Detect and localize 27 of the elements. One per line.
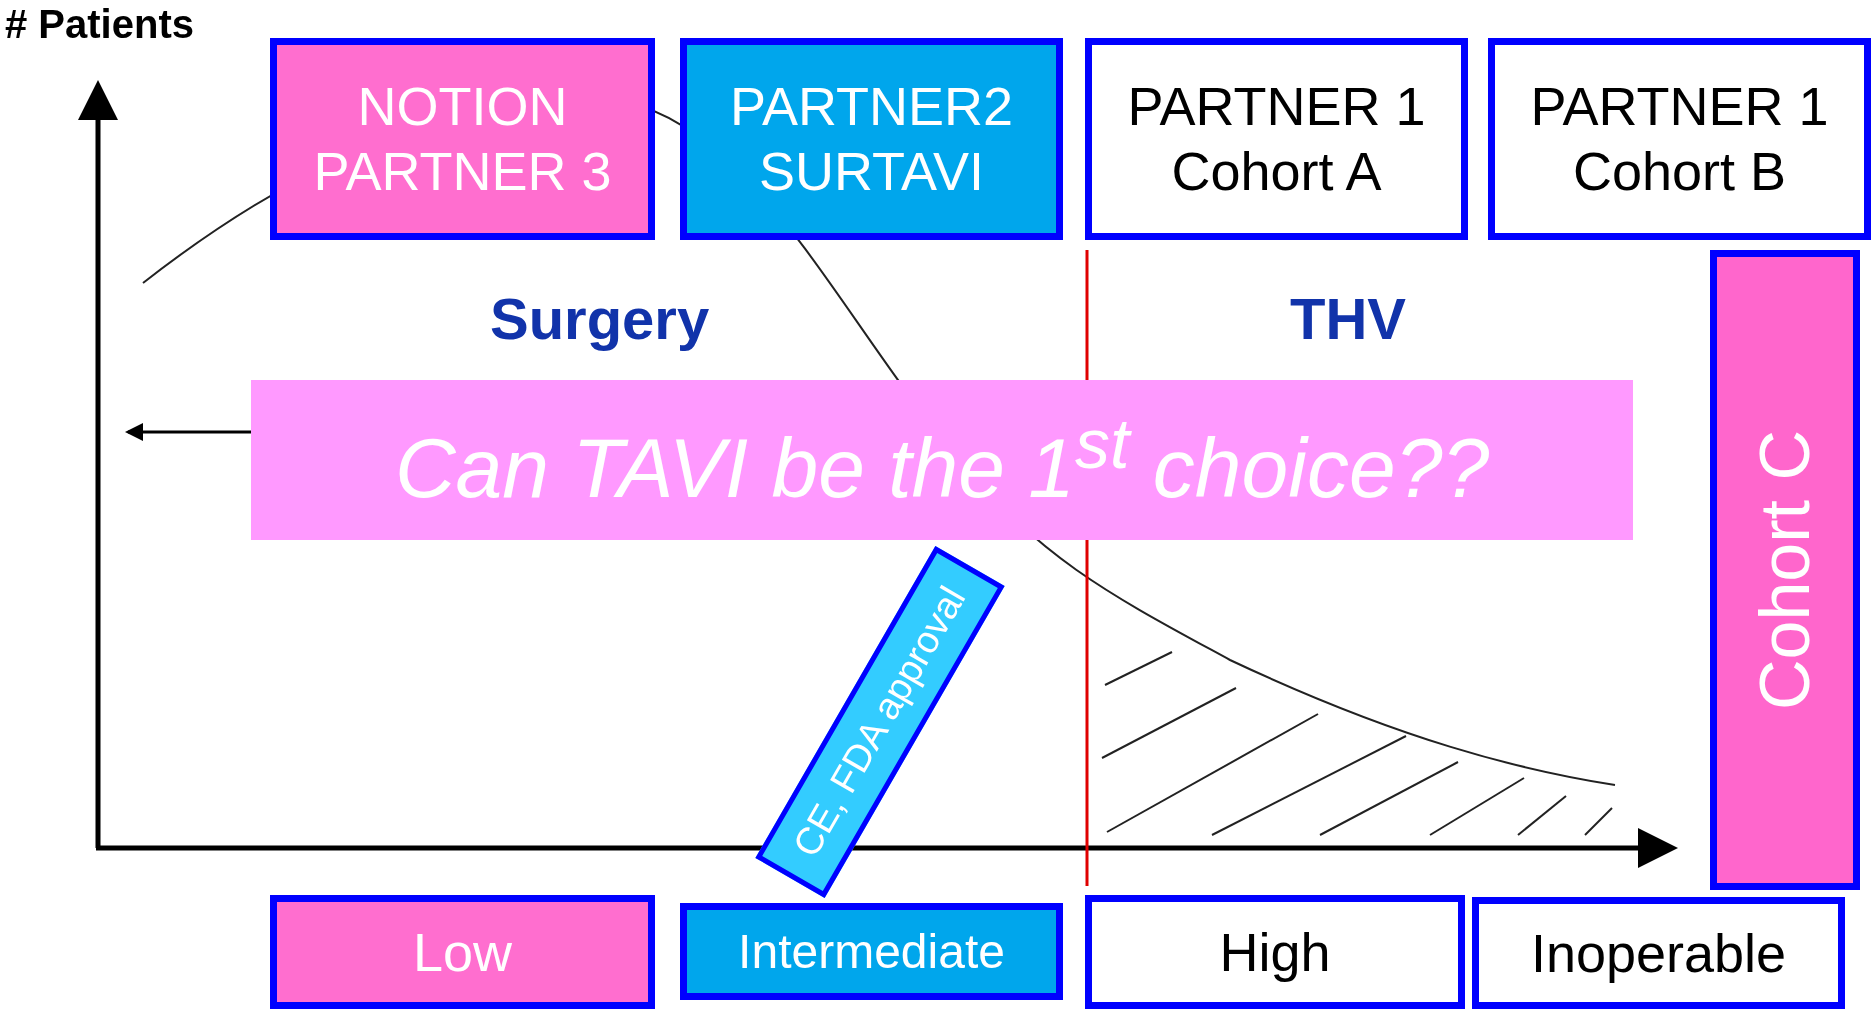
trial-name: Cohort B xyxy=(1572,140,1787,203)
axis-title: # Patients xyxy=(5,2,194,47)
question-text: Can TAVI be the 1$^{st}$ choice?? xyxy=(394,403,1490,517)
trial-box xyxy=(1085,38,1468,240)
risk-label: High xyxy=(1219,920,1331,984)
risk-box xyxy=(680,903,1063,1000)
region-label: Surgery xyxy=(490,285,710,352)
question-banner xyxy=(251,380,1633,540)
trial-box xyxy=(270,38,655,240)
trial-name: Cohort A xyxy=(1171,140,1382,203)
trial-name: PARTNER 1 xyxy=(1127,75,1426,139)
risk-label: Low xyxy=(412,920,513,984)
cohort-bar xyxy=(1710,250,1860,890)
risk-label: Intermediate xyxy=(738,923,1005,980)
risk-box xyxy=(1472,897,1845,1009)
trial-name: SURTAVI xyxy=(758,140,984,203)
region-label: THV xyxy=(1290,285,1406,352)
trial-box xyxy=(1488,38,1871,240)
trial-name: PARTNER 1 xyxy=(1530,75,1829,139)
risk-box xyxy=(1085,895,1465,1009)
risk-label: Inoperable xyxy=(1530,921,1787,985)
trial-name: PARTNER 3 xyxy=(313,140,612,203)
cohort-name: Cohort C xyxy=(1745,429,1825,711)
trial-box xyxy=(680,38,1063,240)
trial-name: PARTNER2 xyxy=(729,75,1014,139)
risk-box xyxy=(270,895,655,1009)
trial-name: NOTION xyxy=(357,75,568,139)
